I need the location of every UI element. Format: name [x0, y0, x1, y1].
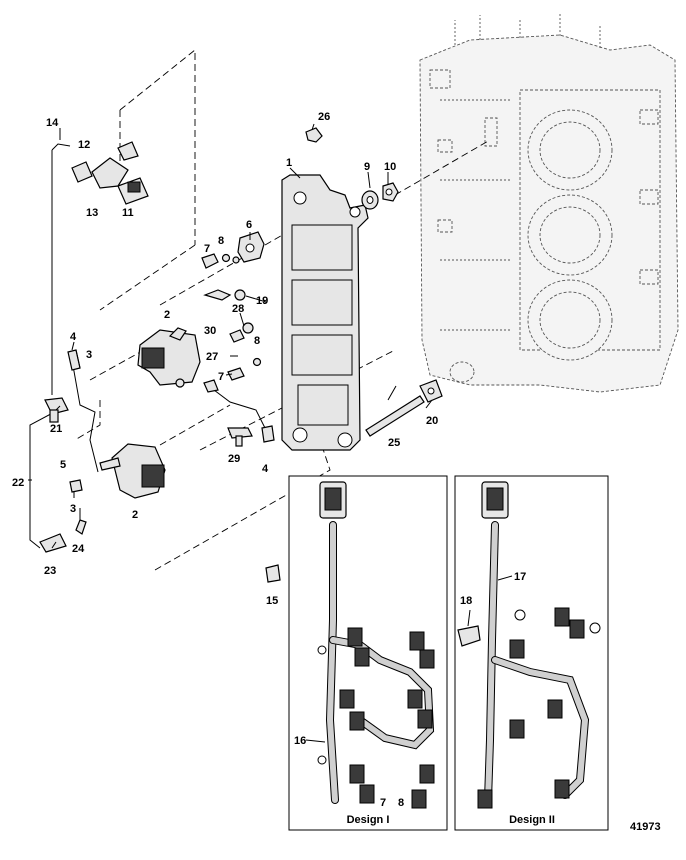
callout-4-left: 4 [70, 331, 77, 343]
rod-part [365, 395, 425, 437]
callout-leader-lines [28, 123, 513, 743]
callout-2-lower: 2 [132, 509, 138, 521]
callout-4-center: 4 [262, 463, 269, 475]
spark-plug-lead-center [203, 379, 275, 443]
tee-fitting [44, 397, 69, 423]
callout-5: 5 [60, 459, 66, 471]
callout-13: 13 [86, 207, 98, 219]
callout-19: 19 [256, 295, 268, 307]
sensor-assembly [71, 141, 149, 205]
callout-8-lower: 8 [398, 797, 404, 809]
hose-assembly [29, 143, 71, 549]
callout-3-lower: 3 [70, 503, 76, 515]
callout-9: 9 [364, 161, 370, 173]
callout-25: 25 [388, 437, 400, 449]
callout-7-middle: 7 [218, 371, 224, 383]
figure-id: 41973 [630, 821, 661, 833]
grommet-part [361, 190, 379, 210]
sensor-part [227, 427, 253, 447]
ignition-coil-lower [99, 443, 166, 499]
wiring-harness-design-two [457, 481, 601, 809]
design-one-panel: Design I [288, 475, 448, 831]
callout-27: 27 [206, 351, 218, 363]
callout-16: 16 [294, 735, 306, 747]
callout-labels: 1 2 2 3 3 4 4 5 6 7 7 7 8 8 8 9 10 11 12… [12, 111, 526, 809]
callout-2-upper: 2 [164, 309, 170, 321]
callout-23: 23 [44, 565, 56, 577]
callout-20: 20 [426, 415, 438, 427]
design-two-label: Design II [509, 814, 555, 826]
callout-8-middle: 8 [254, 335, 260, 347]
mounting-plate [281, 174, 369, 451]
callout-21: 21 [50, 423, 62, 435]
callout-14: 14 [46, 117, 59, 129]
fitting-part [419, 379, 443, 403]
design-one-label: Design I [347, 814, 390, 826]
engine-block [419, 12, 679, 393]
pin-part [75, 519, 87, 535]
nut-part [382, 182, 399, 202]
ignition-coil-upper [137, 327, 201, 388]
callout-12: 12 [78, 139, 90, 151]
callout-18: 18 [460, 595, 472, 607]
callout-29: 29 [228, 453, 240, 465]
spark-plug-lead-left [67, 349, 99, 473]
assembly-leader-lines [74, 49, 491, 571]
callout-11: 11 [122, 207, 134, 219]
callout-26: 26 [318, 111, 330, 123]
callout-30: 30 [204, 325, 216, 337]
callout-1: 1 [286, 157, 292, 169]
bracket-part [237, 231, 265, 263]
callout-6: 6 [246, 219, 252, 231]
callout-7-lower: 7 [380, 797, 386, 809]
screw-part [69, 479, 83, 493]
small-clip-part [265, 564, 281, 583]
callout-8-upper: 8 [218, 235, 224, 247]
callout-15: 15 [266, 595, 278, 607]
callout-24: 24 [72, 543, 85, 555]
callout-3-upper: 3 [86, 349, 92, 361]
callout-7-upper: 7 [204, 243, 210, 255]
hose-fitting [39, 533, 67, 553]
callout-28: 28 [232, 303, 244, 315]
wiring-harness-design-one [317, 481, 435, 809]
callout-17: 17 [514, 571, 526, 583]
callout-10: 10 [384, 161, 396, 173]
callout-22: 22 [12, 477, 24, 489]
clip-part [305, 127, 323, 143]
design-two-panel: Design II [454, 475, 609, 831]
